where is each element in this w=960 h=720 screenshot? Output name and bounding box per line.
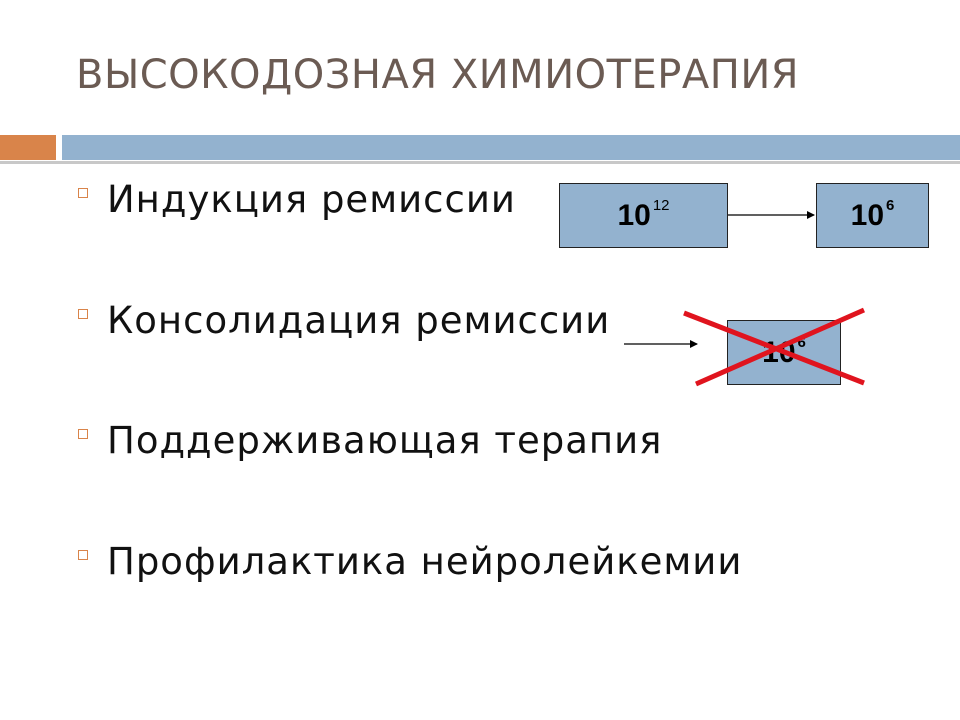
bullet-item-consolidation: Консолидация ремиссии [78,299,610,342]
cross-out-line-2 [694,307,866,387]
header-accent-blue [62,135,960,160]
bullet-text: Индукция ремиссии [107,178,516,221]
box-exponent: 6 [886,197,895,214]
bullet-item-induction: Индукция ремиссии [78,178,516,221]
bullet-item-maintenance: Поддерживающая терапия [78,419,662,462]
box-base: 10 [850,198,885,232]
square-bullet-icon [78,429,88,439]
box-exponent: 12 [652,197,670,214]
bullet-text: Профилактика нейролейкемии [107,540,743,583]
header-accent-orange [0,135,56,160]
bullet-item-prophylaxis: Профилактика нейролейкемии [78,540,742,583]
slide-title: ВЫСОКОДОЗНАЯ ХИМИОТЕРАПИЯ [76,52,800,98]
bullet-text: Консолидация ремиссии [107,299,611,342]
square-bullet-icon [78,309,88,319]
square-bullet-icon [78,550,88,560]
header-divider [0,161,960,164]
box-exponent: 6 [797,334,806,351]
bullet-text: Поддерживающая терапия [107,419,663,462]
square-bullet-icon [78,188,88,198]
box-base: 10 [617,198,651,232]
